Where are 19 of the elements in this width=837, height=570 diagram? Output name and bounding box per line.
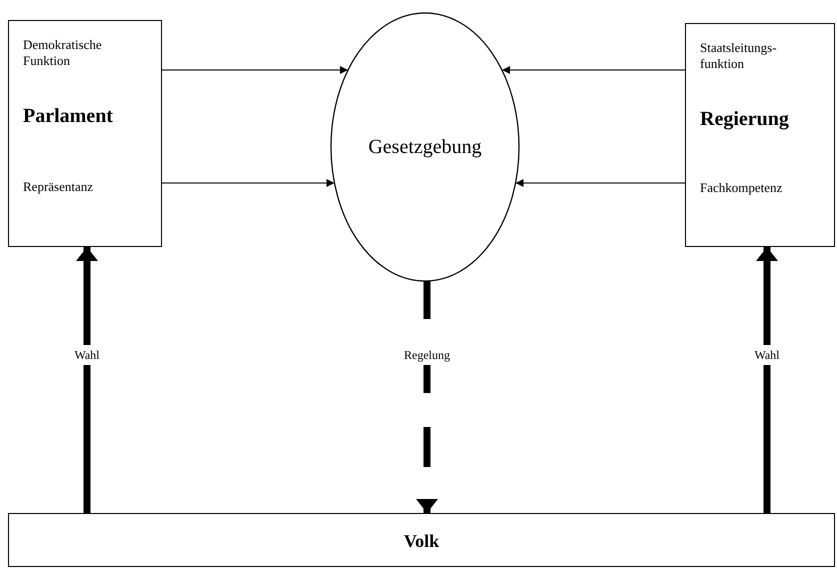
box-title: Regierung	[700, 107, 789, 132]
box-label: Staatsleitungs- funktion	[700, 40, 778, 72]
process-box	[8, 20, 162, 247]
arrow	[515, 179, 686, 187]
process-box	[685, 23, 835, 247]
box-title: Parlament	[23, 104, 113, 129]
box-label: Fachkompetenz	[700, 179, 782, 197]
box-label: Repräsentanz	[23, 178, 94, 196]
process-box	[8, 513, 835, 567]
arrow	[162, 66, 348, 74]
node-label: Gesetzgebung	[368, 135, 482, 160]
edge-label: Wahl	[72, 345, 102, 365]
arrow	[502, 66, 686, 74]
box-label: Demokratische Funktion	[23, 37, 103, 69]
arrow	[76, 247, 98, 513]
edge-label: Wahl	[752, 345, 782, 365]
arrow	[756, 247, 778, 513]
arrow	[162, 179, 335, 187]
box-title: Volk	[404, 530, 440, 553]
